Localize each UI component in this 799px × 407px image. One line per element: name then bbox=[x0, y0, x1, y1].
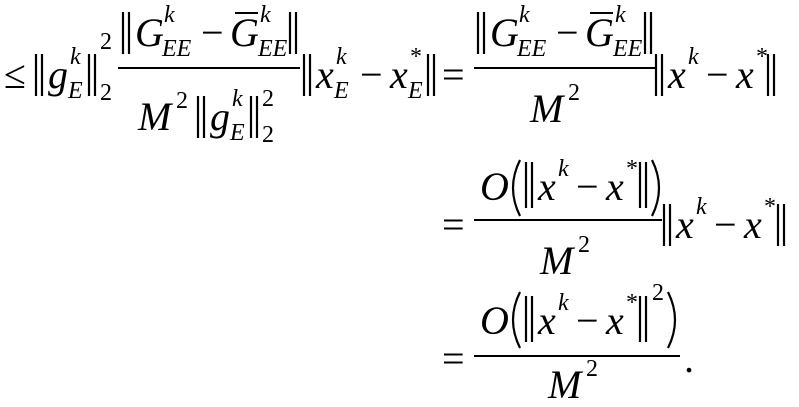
exponent-2: 2 bbox=[568, 80, 580, 106]
equals-sign: = bbox=[442, 202, 465, 247]
minus-sign: − bbox=[576, 298, 599, 343]
sup-k: k bbox=[615, 2, 626, 28]
leq-symbol: ≤ bbox=[4, 52, 26, 97]
var-x: x bbox=[743, 202, 762, 247]
fraction-1: G k EE − G k EE M 2 g k E 2 2 bbox=[118, 2, 300, 148]
var-x: x bbox=[389, 52, 408, 97]
var-G-bar: G bbox=[585, 10, 614, 55]
sup-k: k bbox=[696, 194, 707, 220]
var-x: x bbox=[735, 52, 754, 97]
var-g: g bbox=[48, 52, 68, 97]
var-x: x bbox=[675, 202, 694, 247]
left-paren bbox=[511, 291, 521, 349]
var-M: M bbox=[547, 362, 584, 407]
sub-EE: EE bbox=[516, 36, 547, 62]
var-x: x bbox=[315, 52, 334, 97]
var-M: M bbox=[539, 238, 576, 283]
sub-E: E bbox=[407, 78, 423, 104]
sup-k: k bbox=[260, 2, 271, 28]
minus-sign: − bbox=[201, 10, 224, 55]
var-x: x bbox=[605, 164, 624, 209]
right-paren bbox=[651, 159, 661, 217]
var-G: G bbox=[490, 10, 519, 55]
fraction-2: G k EE − G k EE M 2 bbox=[474, 2, 655, 131]
minus-sign: − bbox=[576, 164, 599, 209]
big-O: O bbox=[480, 298, 509, 343]
exponent-2: 2 bbox=[578, 232, 590, 258]
left-paren bbox=[511, 159, 521, 217]
var-M: M bbox=[137, 94, 174, 139]
sub-E: E bbox=[67, 78, 83, 104]
var-x: x bbox=[537, 164, 556, 209]
equation-line-2: = O x k − x * M 2 x k − x * bbox=[442, 156, 786, 283]
var-G: G bbox=[135, 10, 164, 55]
minus-sign: − bbox=[714, 202, 737, 247]
equals-sign: = bbox=[442, 336, 465, 381]
fraction-4: O x k − x * 2 M 2 bbox=[474, 280, 680, 407]
sub-EE: EE bbox=[612, 36, 643, 62]
subscript-2: 2 bbox=[100, 80, 112, 106]
sup-k: k bbox=[688, 44, 699, 70]
var-G-bar: G bbox=[230, 10, 259, 55]
big-O: O bbox=[480, 164, 509, 209]
equals-sign: = bbox=[442, 52, 465, 97]
fraction-3: O x k − x * M 2 bbox=[474, 156, 662, 283]
sup-k: k bbox=[519, 2, 530, 28]
period: . bbox=[684, 336, 694, 381]
exponent-2: 2 bbox=[100, 29, 112, 55]
minus-sign: − bbox=[706, 52, 729, 97]
sup-k: k bbox=[558, 290, 569, 316]
sup-star: * bbox=[756, 44, 768, 70]
equation-line-3: = O x k − x * 2 M 2 . bbox=[442, 280, 694, 407]
subscript-2: 2 bbox=[262, 122, 274, 148]
var-x: x bbox=[667, 52, 686, 97]
exponent-2: 2 bbox=[262, 86, 274, 112]
sup-star: * bbox=[410, 44, 422, 70]
sub-E: E bbox=[229, 120, 245, 146]
sup-k: k bbox=[164, 2, 175, 28]
sup-star: * bbox=[626, 290, 638, 316]
var-M: M bbox=[529, 86, 566, 131]
right-paren bbox=[667, 291, 677, 349]
sup-k: k bbox=[558, 156, 569, 182]
var-x: x bbox=[537, 298, 556, 343]
sup-star: * bbox=[626, 156, 638, 182]
var-x: x bbox=[605, 298, 624, 343]
sup-k: k bbox=[70, 44, 81, 70]
sup-k: k bbox=[232, 86, 243, 112]
exponent-2: 2 bbox=[176, 88, 188, 114]
exponent-2: 2 bbox=[652, 280, 664, 306]
sub-EE: EE bbox=[161, 36, 192, 62]
sup-star: * bbox=[764, 194, 776, 220]
exponent-2: 2 bbox=[586, 356, 598, 382]
sub-E: E bbox=[333, 78, 349, 104]
sub-EE: EE bbox=[257, 36, 288, 62]
minus-sign: − bbox=[360, 52, 383, 97]
minus-sign: − bbox=[556, 10, 579, 55]
equation-line-1: ≤ g k E 2 2 G k EE − G k EE M 2 bbox=[4, 2, 776, 148]
sup-k: k bbox=[336, 44, 347, 70]
var-g: g bbox=[210, 94, 230, 139]
